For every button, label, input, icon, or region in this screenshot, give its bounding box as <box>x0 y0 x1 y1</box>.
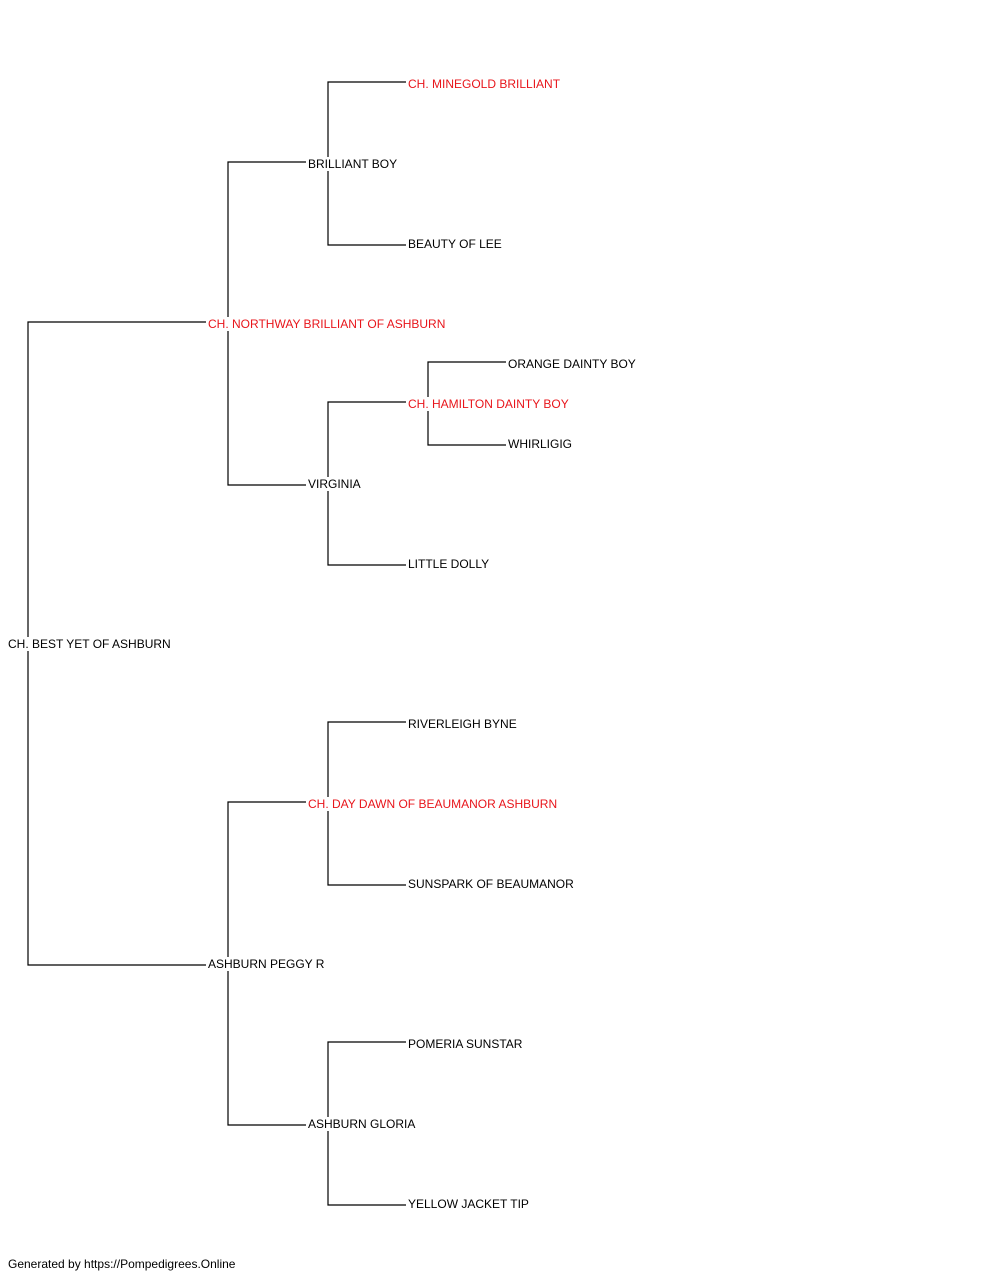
pedigree-dam-sire-dam: SUNSPARK OF BEAUMANOR <box>406 877 576 891</box>
pedigree-dam: ASHBURN PEGGY R <box>206 957 327 971</box>
pedigree-sire-dam-dam: LITTLE DOLLY <box>406 557 492 571</box>
pedigree-dam-dam-sire: POMERIA SUNSTAR <box>406 1037 525 1051</box>
pedigree-dam-sire-sire: RIVERLEIGH BYNE <box>406 717 519 731</box>
pedigree-subject: CH. BEST YET OF ASHBURN <box>6 637 173 651</box>
pedigree-sire-sire-dam: BEAUTY OF LEE <box>406 237 504 251</box>
pedigree-sire-dam-sire-dam: WHIRLIGIG <box>506 437 575 451</box>
footer-credit: Generated by https://Pompedigrees.Online <box>8 1257 236 1271</box>
pedigree-sire-sire: BRILLIANT BOY <box>306 157 400 171</box>
pedigree-sire: CH. NORTHWAY BRILLIANT OF ASHBURN <box>206 317 448 331</box>
pedigree-dam-sire: CH. DAY DAWN OF BEAUMANOR ASHBURN <box>306 797 560 811</box>
pedigree-sire-dam-sire: CH. HAMILTON DAINTY BOY <box>406 397 571 411</box>
pedigree-sire-dam: VIRGINIA <box>306 477 363 491</box>
pedigree-sire-dam-sire-sire: ORANGE DAINTY BOY <box>506 357 638 371</box>
pedigree-dam-dam-dam: YELLOW JACKET TIP <box>406 1197 531 1211</box>
pedigree-dam-dam: ASHBURN GLORIA <box>306 1117 418 1131</box>
pedigree-sire-sire-sire: CH. MINEGOLD BRILLIANT <box>406 77 563 91</box>
